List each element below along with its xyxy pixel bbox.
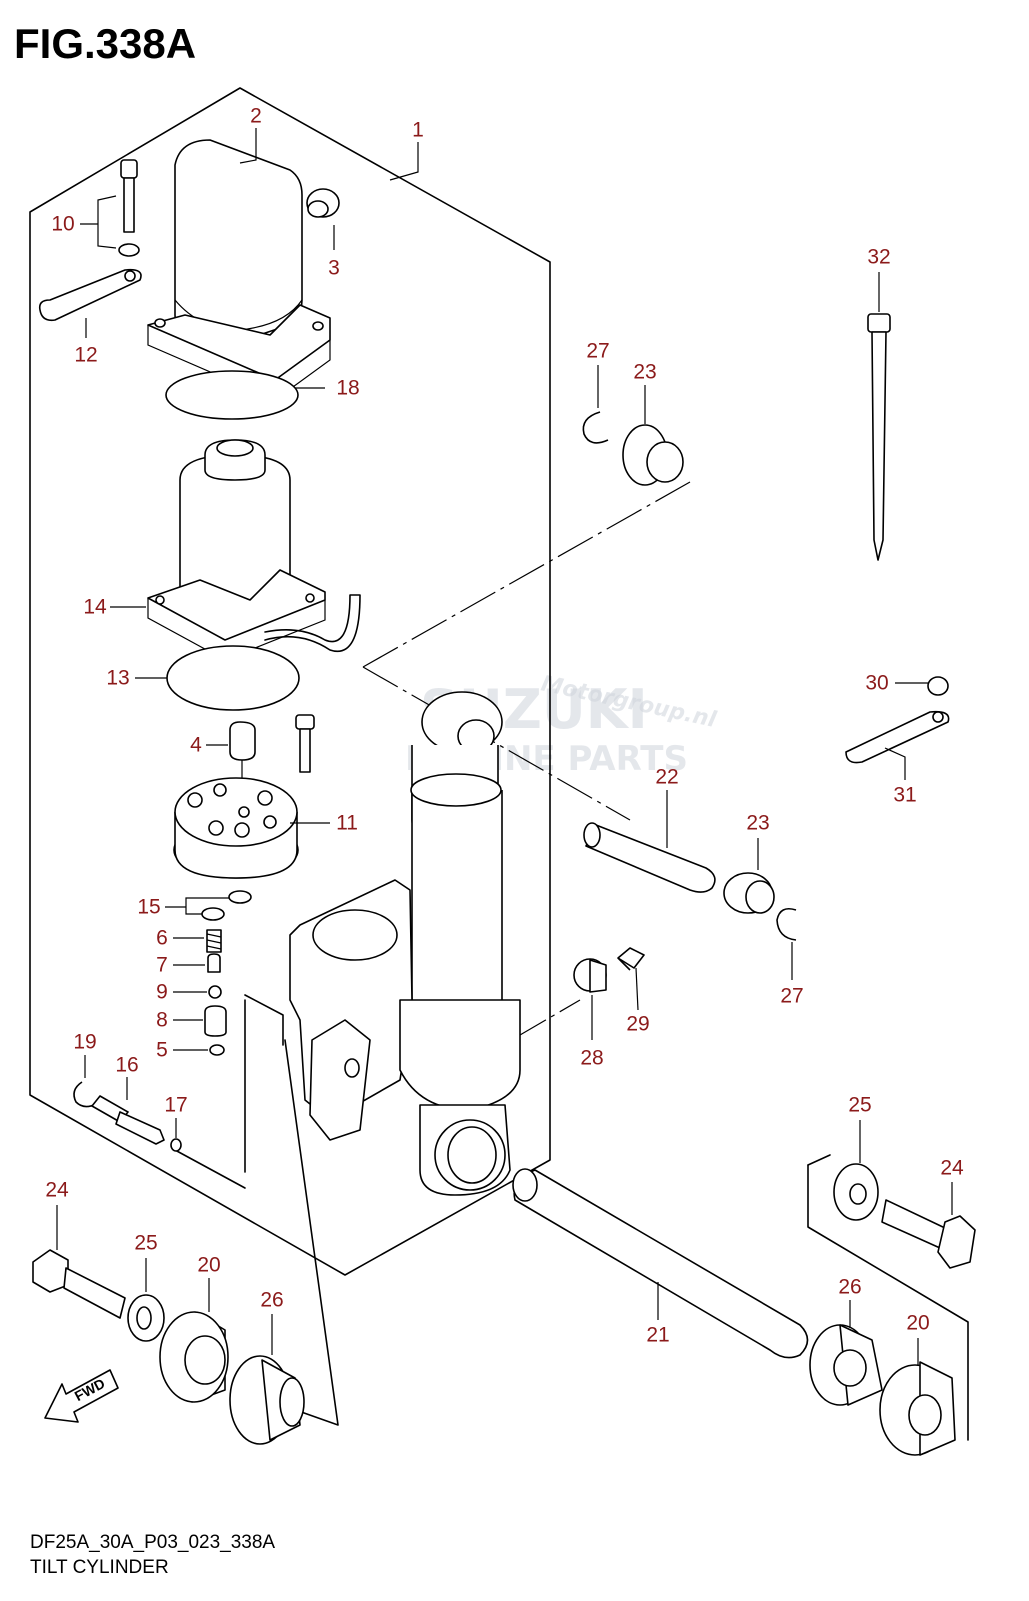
callout-20-left: 20 [197, 1254, 220, 1277]
callout-25-right: 25 [848, 1094, 871, 1117]
callout-2: 2 [250, 105, 262, 128]
bushing-26-right [809, 1324, 883, 1406]
pin-22 [583, 822, 716, 893]
collar-28 [573, 958, 607, 993]
fwd-arrow: FWD [44, 1369, 119, 1423]
callout-27-upper: 27 [586, 340, 609, 363]
assembly-frame [29, 87, 691, 1276]
o-ring-15a [228, 890, 252, 904]
bolt-24-left [32, 1249, 126, 1319]
callout-labels: 1 2 3 4 5 6 7 9 8 10 11 12 13 14 15 16 1… [45, 105, 964, 1347]
pin-21 [512, 1168, 809, 1359]
callout-20-right: 20 [906, 1312, 929, 1335]
bushing-23-lower [723, 872, 775, 914]
callout-8: 9 [156, 981, 168, 1004]
callout-leaders [56, 128, 953, 1366]
callout-17: 17 [164, 1094, 187, 1117]
motor-14 [147, 439, 361, 661]
lead-wire-31 [845, 710, 950, 764]
bolt-washer-10 [118, 159, 140, 257]
bushing-26-left [229, 1355, 305, 1445]
callout-22: 22 [655, 766, 678, 789]
callout-27-lower: 27 [780, 985, 803, 1008]
cable-tie-32 [867, 313, 891, 561]
bushing-20-right [879, 1361, 956, 1456]
callout-26-left: 26 [260, 1289, 283, 1312]
callout-19: 19 [73, 1031, 96, 1054]
bushing-20-left [159, 1311, 229, 1403]
o-ring-18 [165, 370, 299, 420]
callout-12: 12 [74, 344, 97, 367]
washer-25-right [833, 1163, 879, 1221]
callout-6: 6 [156, 927, 168, 950]
callout-26-right: 26 [838, 1276, 861, 1299]
bushing-23-upper [622, 424, 684, 486]
callout-9: 8 [156, 1009, 168, 1032]
callout-30: 30 [865, 672, 888, 695]
right-bolt-frame [807, 1164, 969, 1441]
callout-11: 11 [336, 812, 358, 835]
callout-3: 3 [328, 257, 340, 280]
callout-32: 32 [867, 246, 890, 269]
o-ring-13 [166, 645, 300, 711]
circlip-19 [73, 1081, 97, 1108]
callout-15: 15 [137, 896, 160, 919]
callout-18: 18 [336, 377, 359, 400]
callout-23-lower: 23 [746, 812, 769, 835]
callout-5: 5 [156, 1039, 168, 1062]
callout-7: 7 [156, 954, 168, 977]
bolt-24-right [881, 1199, 976, 1269]
diagram-name: TILT CYLINDER [30, 1557, 169, 1578]
callout-4: 4 [190, 734, 202, 757]
callout-24-left: 24 [45, 1179, 69, 1202]
tilt-cylinder-body [289, 691, 521, 1196]
callout-28: 28 [580, 1047, 603, 1070]
o-ring-15b [201, 907, 225, 921]
callout-14: 14 [83, 596, 107, 619]
valve-4 [229, 721, 256, 830]
motor-cover [147, 139, 331, 401]
callout-10: 10 [51, 213, 74, 236]
diagram-code: DF25A_30A_P03_023_338A [30, 1532, 276, 1553]
plug-part [306, 188, 340, 218]
circlip-27-lower [776, 907, 797, 941]
callout-16: 16 [115, 1054, 138, 1077]
screw-30 [927, 676, 949, 696]
lead-wire-12 [38, 268, 142, 322]
valve-parts-5-9 [204, 929, 227, 1056]
callout-21: 21 [646, 1324, 669, 1347]
screw-29 [617, 947, 645, 971]
callout-25-left: 25 [134, 1232, 157, 1255]
pump-11 [173, 777, 299, 879]
callout-29: 29 [626, 1013, 649, 1036]
callout-31: 31 [893, 784, 916, 807]
callout-1: 1 [412, 119, 424, 142]
circlip-27-upper [582, 411, 609, 444]
o-ring-17 [170, 1138, 182, 1152]
figure-title: FIG.338A [14, 20, 197, 67]
callout-23-upper: 23 [633, 361, 656, 384]
callout-24-right: 24 [940, 1157, 964, 1180]
pump-bolt [295, 714, 315, 773]
washer-25-left [127, 1294, 165, 1342]
manual-valve-16 [91, 1095, 165, 1145]
callout-13: 13 [106, 667, 129, 690]
